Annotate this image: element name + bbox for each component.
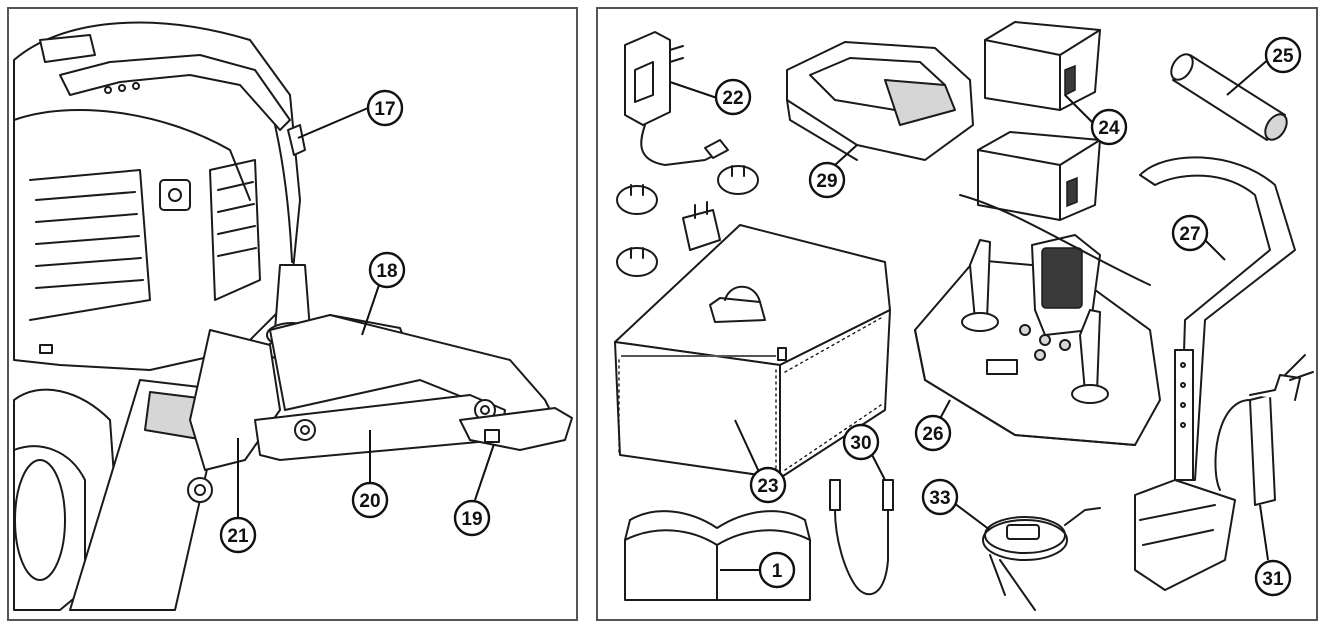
leader-24 — [1064, 94, 1096, 126]
svg-text:30: 30 — [850, 433, 871, 454]
svg-text:27: 27 — [1179, 224, 1200, 245]
remote-control — [914, 194, 1161, 446]
power-adapter — [624, 31, 729, 166]
callout-1: 1 — [758, 551, 796, 589]
callout-33: 33 — [921, 478, 959, 516]
left-panel-machine-detail: 17 18 19 20 21 — [0, 0, 585, 626]
svg-text:19: 19 — [461, 509, 482, 530]
leader-22 — [669, 81, 724, 101]
leader-25 — [1226, 57, 1271, 96]
svg-text:21: 21 — [227, 526, 249, 547]
manual-book — [624, 510, 811, 601]
callout-23: 23 — [749, 466, 787, 504]
callout-30: 30 — [842, 423, 880, 461]
leader-31 — [1259, 504, 1269, 561]
svg-text:17: 17 — [374, 99, 395, 120]
svg-text:29: 29 — [816, 171, 837, 192]
callout-25: 25 — [1264, 36, 1302, 74]
leader-29 — [834, 144, 858, 166]
callout-31: 31 — [1254, 559, 1292, 597]
wire-coil — [982, 507, 1101, 611]
leader-19 — [474, 443, 495, 501]
svg-text:23: 23 — [757, 476, 778, 497]
right-panel-frame — [596, 7, 1318, 621]
callout-19: 19 — [453, 499, 491, 537]
left-panel-frame — [7, 7, 578, 621]
callout-29: 29 — [808, 161, 846, 199]
svg-text:33: 33 — [929, 488, 950, 509]
callout-24: 24 — [1090, 108, 1128, 146]
charging-station — [786, 41, 974, 161]
svg-text:24: 24 — [1098, 118, 1120, 139]
svg-text:26: 26 — [922, 424, 943, 445]
svg-text:22: 22 — [722, 88, 743, 109]
callout-26: 26 — [914, 414, 952, 452]
leader-17 — [297, 107, 369, 139]
accessories-drawing: 22 29 24 25 27 23 26 30 33 1 31 — [596, 7, 1318, 621]
svg-text:25: 25 — [1272, 46, 1294, 67]
leader-18 — [361, 281, 381, 336]
leader-33 — [949, 499, 991, 531]
callout-21: 21 — [219, 516, 257, 554]
svg-text:20: 20 — [359, 491, 380, 512]
cable-connector — [287, 124, 306, 156]
harness-strap — [1134, 156, 1296, 591]
callout-22: 22 — [714, 78, 752, 116]
callout-27: 27 — [1171, 214, 1209, 252]
callout-17: 17 — [366, 89, 404, 127]
engine-hood — [13, 21, 301, 371]
grease-gun — [1214, 354, 1314, 506]
callout-18: 18 — [368, 251, 406, 289]
battery-packs — [977, 21, 1101, 221]
svg-text:18: 18 — [376, 261, 397, 282]
antenna-cable — [274, 124, 293, 263]
plug-adapters — [616, 165, 759, 277]
right-panel-accessories: 22 29 24 25 27 23 26 30 33 1 31 — [595, 0, 1323, 626]
machine-detail-drawing: 17 18 19 20 21 — [7, 7, 578, 621]
battery-cell — [1170, 53, 1288, 141]
callout-20: 20 — [351, 481, 389, 519]
svg-text:31: 31 — [1262, 569, 1284, 590]
connection-cable — [829, 479, 894, 596]
foot-pad — [459, 407, 573, 451]
top-bracket — [39, 34, 291, 131]
svg-text:1: 1 — [772, 561, 783, 582]
